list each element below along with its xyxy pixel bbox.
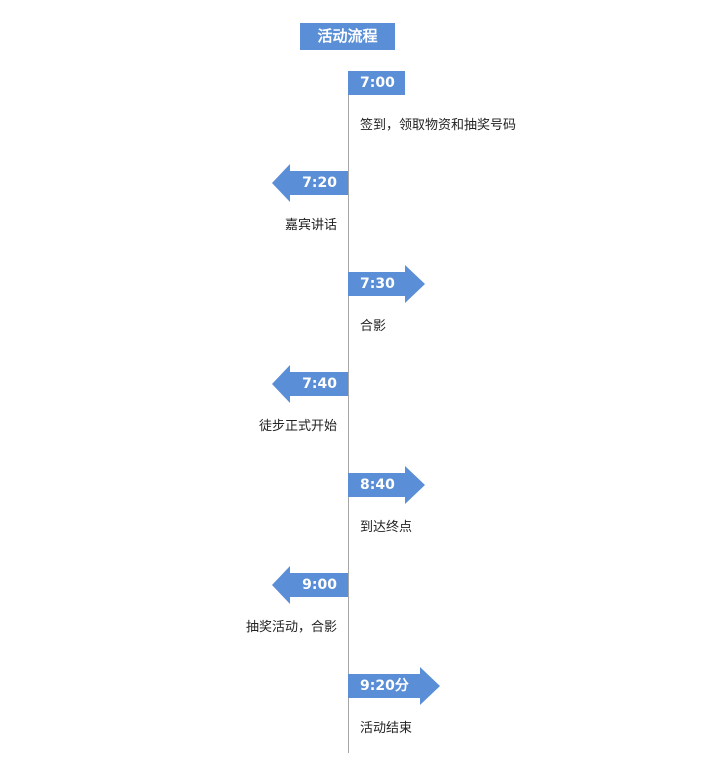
timeline-step: 7:30 合影 [0, 265, 709, 365]
step-description: 活动结束 [360, 721, 413, 736]
timeline-axis [348, 71, 349, 753]
step-description: 嘉宾讲话 [284, 218, 337, 233]
arrow-right-icon [348, 667, 440, 705]
step-marker [272, 365, 348, 403]
step-time: 7:40 [302, 376, 337, 392]
timeline-step: 9:00 抽奖活动，合影 [0, 566, 709, 666]
time-box [348, 71, 405, 95]
step-marker [272, 164, 348, 202]
step-time: 7:30 [360, 276, 395, 292]
page-title: 活动流程 [300, 23, 395, 50]
step-description: 签到，领取物资和抽奖号码 [360, 118, 517, 133]
step-description: 到达终点 [360, 520, 413, 535]
step-time: 9:00 [302, 577, 337, 593]
arrow-left-icon [272, 566, 348, 604]
step-marker [348, 71, 405, 95]
timeline-step: 8:40 到达终点 [0, 466, 709, 566]
timeline-step: 7:20 嘉宾讲话 [0, 164, 709, 264]
arrow-left-icon [272, 164, 348, 202]
step-time: 9:20分 [360, 678, 409, 694]
step-marker [348, 265, 425, 303]
arrow-right-icon [348, 265, 425, 303]
arrow-right-icon [348, 466, 425, 504]
step-time: 8:40 [360, 477, 395, 493]
timeline-step: 7:00 签到，领取物资和抽奖号码 [0, 64, 709, 164]
arrow-left-icon [272, 365, 348, 403]
step-marker [272, 566, 348, 604]
step-description: 合影 [360, 319, 387, 334]
timeline-step: 7:40 徒步正式开始 [0, 365, 709, 465]
step-description: 徒步正式开始 [258, 419, 337, 434]
step-marker [348, 667, 440, 705]
timeline-step: 9:20分活动结束 [0, 667, 709, 767]
step-time: 7:20 [302, 175, 337, 191]
step-description: 抽奖活动，合影 [245, 620, 337, 635]
step-time: 7:00 [360, 75, 395, 91]
step-marker [348, 466, 425, 504]
